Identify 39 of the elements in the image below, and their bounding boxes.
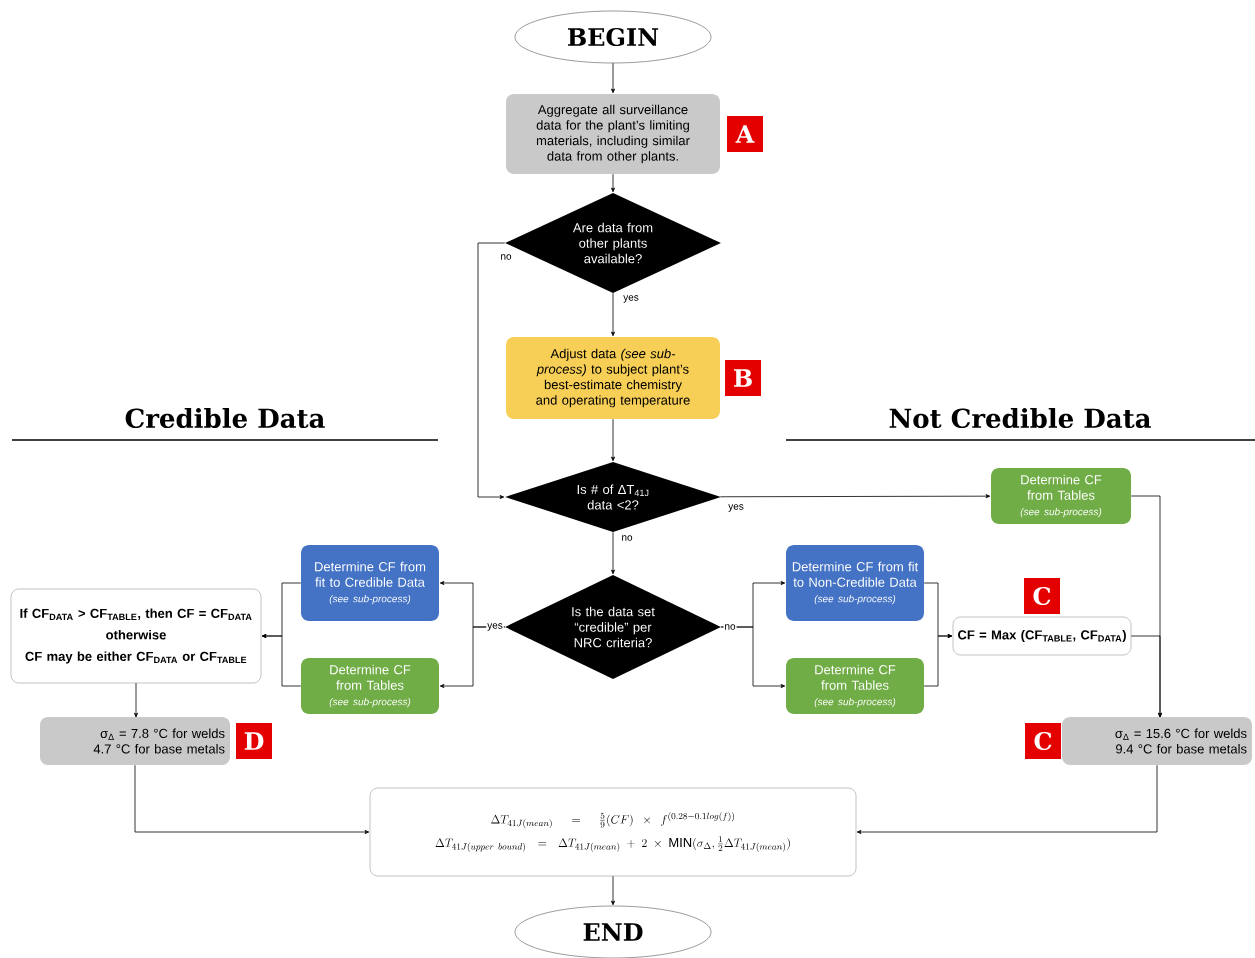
- process-box: Determine CF from fit to Credible Data (see sub-process): [301, 545, 439, 621]
- arrow: [720, 626, 786, 688]
- arrow: [477, 242, 506, 499]
- letter-badge: B: [725, 360, 761, 396]
- arrow: [611, 531, 615, 575]
- formula-box: $\Delta T_{41J(mean)} = \frac{5}{9}(CF)\times f^{(0.28-0.1log(f))}$ $\Delta T_{41J(upper\ bound)} = \Delta T_{41J(mean)} + 2\times \mathrm{MIN}(\sigma_{\Delta}, \frac{1}{2}\Delta T_{41J(mean)})$: [369, 787, 857, 877]
- edge-label: yes: [727, 503, 745, 513]
- edge-label: yes: [486, 622, 504, 632]
- edge-label: no: [723, 623, 737, 631]
- letter-badge: C: [1025, 723, 1061, 759]
- arrow: [856, 764, 1158, 834]
- edge-label: yes: [622, 294, 640, 304]
- section-heading: Not Credible Data: [889, 407, 1151, 429]
- letter-badge: D: [236, 723, 272, 759]
- arrow: [923, 634, 953, 687]
- arrow: [611, 418, 615, 462]
- arrow: [134, 682, 138, 718]
- process-box: Aggregate all surveillance data for the plant’s limiting materials, including similar data from other plants.: [506, 94, 720, 174]
- arrow: [611, 173, 615, 193]
- process-box: Determine CF from Tables (see sub-process): [991, 468, 1131, 524]
- arrow: [720, 494, 991, 499]
- result-box: CF = Max (CF$_{TABLE}$, CF$_{DATA}$): [952, 616, 1132, 656]
- sigma-box: σ$_{Δ}$ = 7.8 °C for welds 4.7 °C for base metals: [40, 717, 230, 765]
- arrow: [611, 875, 615, 906]
- section-heading: Credible Data: [125, 407, 325, 429]
- arrow: [1130, 635, 1162, 718]
- edge-label: no: [620, 534, 634, 542]
- process-box: Adjust data (see sub-process) to subject plant’s best-estimate chemistry and operating temperature: [506, 337, 720, 419]
- sigma-box: σ$_{Δ}$ = 15.6 °C for welds 9.4 °C for base metals: [1062, 717, 1252, 765]
- letter-badge: C: [1024, 578, 1060, 614]
- arrow: [261, 634, 302, 687]
- process-box: Determine CF from Tables (see sub-process): [786, 658, 924, 714]
- process-box: Determine CF from fit to Non-Credible Data (see sub-process): [786, 545, 924, 621]
- process-box: Determine CF from Tables (see sub-process): [301, 658, 439, 714]
- arrow: [134, 764, 370, 834]
- arrow: [439, 626, 506, 688]
- letter-badge: A: [727, 116, 763, 152]
- arrow: [611, 292, 615, 337]
- arrow: [611, 62, 615, 94]
